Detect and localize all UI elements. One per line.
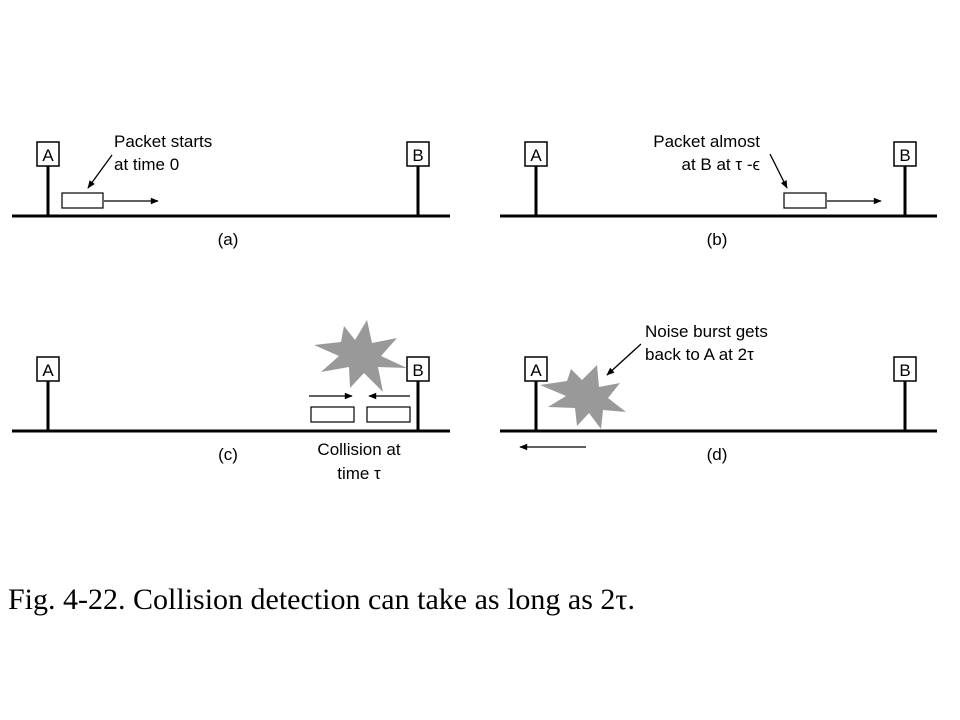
panel-label: (a): [218, 230, 239, 249]
panel-d: A B Noise burst gets back to A at 2τ (d): [500, 322, 937, 464]
figure-caption: Fig. 4-22. Collision detection can take …: [8, 583, 635, 616]
packet: [61, 192, 104, 209]
station-b-label: B: [412, 146, 423, 165]
station-b-c: B: [406, 356, 430, 431]
station-a-d: A: [524, 356, 548, 431]
station-a-a: A: [36, 141, 60, 216]
annotation-line-2: at time 0: [114, 155, 179, 174]
station-a-c: A: [36, 356, 60, 431]
annotation-line-1: Noise burst gets: [645, 322, 768, 341]
station-b-b: B: [893, 141, 917, 216]
station-a-b: A: [524, 141, 548, 216]
noise-burst-star: [540, 365, 626, 429]
station-b-label: B: [899, 146, 910, 165]
station-a-label: A: [530, 361, 542, 380]
panel-label: (b): [707, 230, 728, 249]
annotation-line-1: Packet starts: [114, 132, 212, 151]
station-a-label: A: [42, 361, 54, 380]
station-b-a: B: [406, 141, 430, 216]
annotation-pointer: [87, 154, 113, 189]
annotation-pointer: [769, 153, 788, 189]
panel-label: (d): [707, 445, 728, 464]
panel-c: A B (c) Collision at time τ: [12, 320, 450, 483]
station-b-label: B: [412, 361, 423, 380]
station-b-d: B: [893, 356, 917, 431]
annotation-pointer: [606, 343, 642, 376]
station-a-label: A: [42, 146, 54, 165]
station-a-label: A: [530, 146, 542, 165]
panel-b: A B Packet almost at B at τ -ϵ (b): [500, 132, 937, 249]
packet: [783, 192, 827, 209]
station-b-label: B: [899, 361, 910, 380]
packet-right: [366, 406, 411, 423]
annotation-line-1: Collision at: [317, 440, 400, 459]
annotation-line-2: at B at τ -ϵ: [682, 155, 760, 174]
noise-burst-star: [314, 320, 407, 392]
annotation-line-2: time τ: [337, 464, 381, 483]
packet-left: [310, 406, 355, 423]
panel-label: (c): [218, 445, 238, 464]
panel-a: A B Packet starts at time 0 (a): [12, 132, 450, 249]
annotation-line-1: Packet almost: [653, 132, 760, 151]
annotation-line-2: back to A at 2τ: [645, 345, 754, 364]
